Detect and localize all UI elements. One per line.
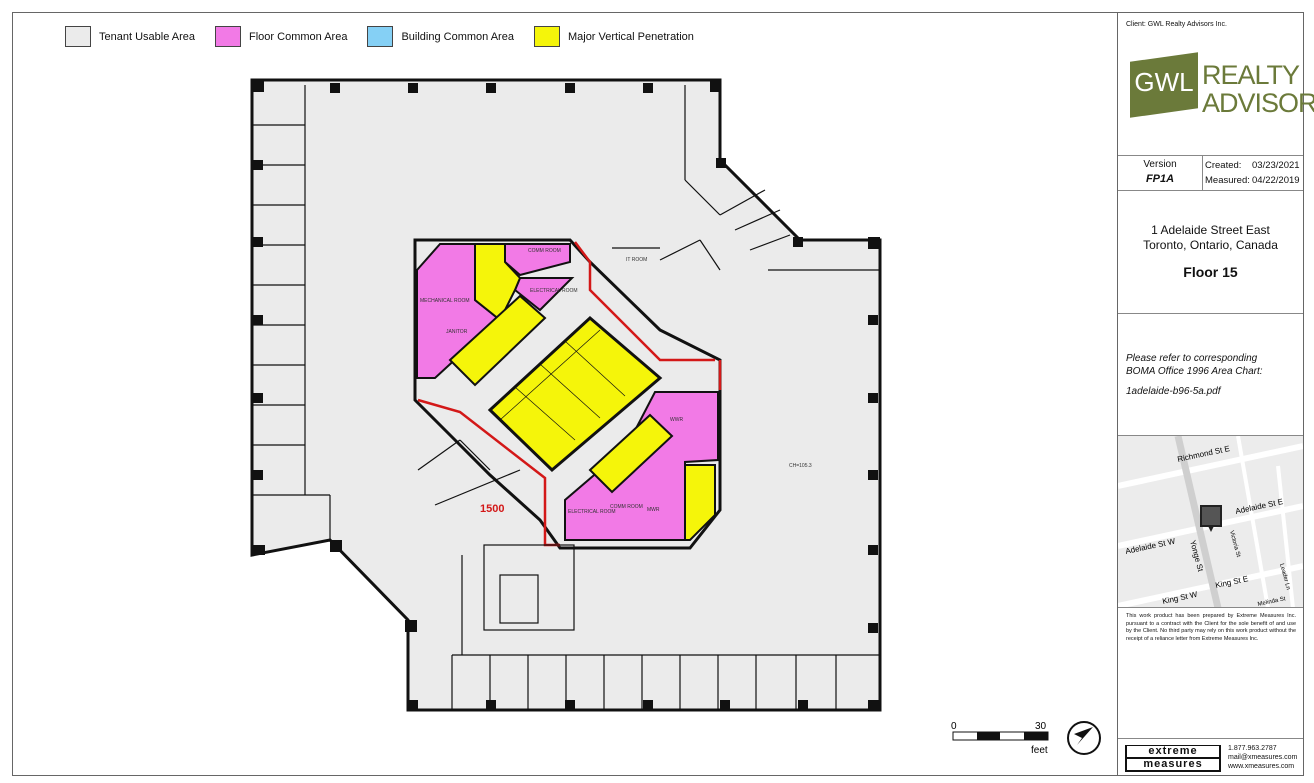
legend-item-tenant: Tenant Usable Area (65, 26, 195, 47)
created-date: 03/23/2021 (1252, 160, 1300, 171)
created-label: Created: (1205, 160, 1242, 171)
perimeter-offices-top-right (659, 85, 880, 271)
disclaimer: This work product has been prepared by E… (1126, 613, 1296, 642)
address-line-1: 1 Adelaide Street East (1151, 223, 1270, 237)
logo-measures: measures (1127, 759, 1219, 770)
room-label-it: IT ROOM (626, 257, 647, 263)
room-label-wwr: WWR (670, 417, 683, 423)
floor-label: Floor 15 (1183, 264, 1238, 280)
refer-line-2: BOMA Office 1996 Area Chart: (1126, 366, 1263, 377)
refer-line-1: Please refer to corresponding (1126, 353, 1258, 364)
scale-start: 0 (951, 721, 957, 732)
map-label-victoria: Victoria St (1228, 530, 1241, 558)
version-section: Version FP1A Created: 03/23/2021 Measure… (1118, 156, 1303, 191)
elevator-bank-center (487, 315, 663, 473)
address-section: 1 Adelaide Street East Toronto, Ontario,… (1118, 191, 1303, 314)
legend-swatch-tenant (65, 26, 91, 47)
contact-web: www.xmeasures.com (1228, 763, 1295, 770)
extreme-measures-logo: extreme measures (1125, 745, 1221, 772)
version-label: Version (1143, 159, 1177, 170)
north-arrow-icon (1067, 721, 1101, 755)
version-value: FP1A (1145, 173, 1175, 185)
stair-top-left (474, 243, 522, 322)
title-block: Client: GWL Realty Advisors Inc. GWL REA… (1117, 13, 1314, 775)
contact-phone: 1.877.963.2787 (1228, 745, 1277, 752)
legend-swatch-building-common (367, 26, 394, 47)
scale-end: 30 (1035, 721, 1047, 732)
room-label-mwr: MWR (647, 507, 660, 513)
address-line-2: Toronto, Ontario, Canada (1143, 238, 1278, 252)
client-section: Client: GWL Realty Advisors Inc. GWL REA… (1118, 13, 1314, 156)
gwl-logo: GWL (1130, 52, 1200, 118)
legend-label-tenant: Tenant Usable Area (99, 30, 196, 43)
client-label: Client: GWL Realty Advisors Inc. (1126, 21, 1227, 28)
legend-label-floor-common: Floor Common Area (249, 30, 348, 43)
location-map: Richmond St E Adelaide St E Adelaide St … (1118, 436, 1303, 608)
ceiling-height-label: CH=105.3 (789, 463, 812, 469)
elevators-right (588, 413, 674, 494)
logo-realty-text: REALTY (1202, 60, 1300, 90)
refer-file: 1adelaide-b96-5a.pdf (1126, 386, 1221, 397)
street-map: Richmond St E Adelaide St E Adelaide St … (1118, 436, 1303, 608)
suite-label: 1500 (480, 503, 504, 515)
measured-label: Measured: (1205, 175, 1250, 186)
reference-section: Please refer to corresponding BOMA Offic… (1118, 314, 1303, 436)
room-label-mechanical: MECHANICAL ROOM (420, 298, 470, 304)
measured-date: 04/22/2019 (1252, 175, 1300, 186)
logo-extreme: extreme (1127, 746, 1219, 757)
elevator-shafts-center (499, 329, 626, 441)
drawing-frame (12, 12, 1304, 776)
elevators-left (448, 294, 547, 387)
scale-unit: feet (1031, 745, 1048, 756)
legend-swatch-vertical-penetration (533, 26, 560, 47)
room-label-janitor: JANITOR (446, 329, 468, 335)
room-label-comm-bottom: COMM ROOM (610, 504, 643, 510)
legend: Tenant Usable Area Floor Common Area Bui… (65, 26, 694, 47)
logo-gwl-text: GWL (1134, 67, 1194, 97)
legend-item-building-common: Building Common Area (367, 26, 514, 47)
perimeter-offices-bottom (451, 555, 880, 710)
room-label-electrical-top: ELECTRICAL ROOM (530, 288, 578, 294)
legend-label-building-common: Building Common Area (401, 30, 514, 43)
legend-swatch-floor-common (215, 26, 242, 47)
scale-bar: 0 30 feet (951, 721, 1049, 756)
room-label-electrical-bottom: ELECTRICAL ROOM (568, 509, 616, 515)
map-label-king-e: King St E (1215, 574, 1250, 590)
logo-advisors-text: ADVISORS (1202, 88, 1314, 118)
stair-bottom-right (684, 464, 716, 541)
legend-label-vertical-penetration: Major Vertical Penetration (567, 30, 694, 43)
room-label-comm-top: COMM ROOM (528, 248, 561, 254)
structural-columns (252, 80, 880, 710)
lower-lobby-walls (417, 247, 660, 631)
legend-item-floor-common: Floor Common Area (215, 26, 347, 47)
floor-plan: COMM ROOM ELECTRICAL ROOM MECHANICAL ROO… (250, 78, 1101, 756)
contact-section: extreme measures 1.877.963.2787 mail@xme… (1118, 738, 1303, 775)
map-label-melinda: Melinda St (1257, 596, 1286, 608)
legend-item-vertical-penetration: Major Vertical Penetration (533, 26, 694, 47)
contact-email: mail@xmeasures.com (1228, 754, 1298, 761)
